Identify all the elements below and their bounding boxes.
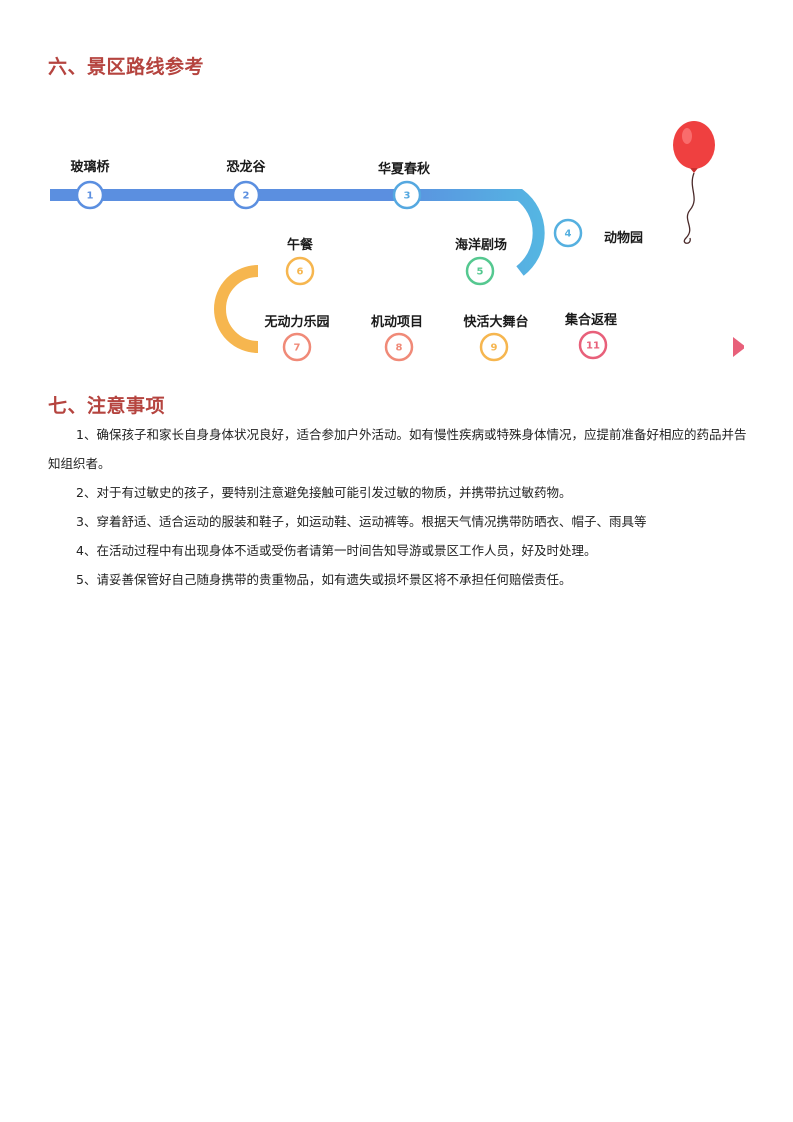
stop-number: 11 [586, 341, 600, 352]
stop-number: 8 [396, 343, 403, 354]
stop-label: 玻璃桥 [70, 159, 110, 175]
balloon-icon [673, 121, 715, 244]
notice-item-4: 4、在活动过程中有出现身体不适或受伤者请第一时间告知导游或景区工作人员，好及时处… [76, 543, 597, 558]
section-6-title: 六、景区路线参考 [48, 56, 205, 78]
stop-number: 5 [477, 267, 484, 278]
notice-item-5: 5、请妥善保管好自己随身携带的贵重物品，如有遗失或损坏景区将不承担任何赔偿责任。 [76, 572, 572, 587]
stop-label: 恐龙谷 [226, 159, 266, 175]
stop-number: 7 [294, 343, 301, 354]
route-stop-11: 11 集合返程 [564, 312, 617, 360]
stop-label: 华夏春秋 [378, 161, 431, 177]
stop-marker [392, 180, 422, 210]
route-stop-2: 2 恐龙谷 [226, 159, 266, 210]
stop-label: 机动项目 [371, 314, 423, 330]
route-line-top [50, 189, 545, 276]
stop-number: 4 [565, 229, 572, 240]
route-stop-9: 9 快活大舞台 [463, 314, 529, 362]
stop-marker [75, 180, 105, 210]
stop-label: 海洋剧场 [455, 237, 507, 253]
stop-number: 6 [297, 267, 304, 278]
stop-label: 无动力乐园 [263, 314, 329, 330]
stop-number: 9 [491, 343, 498, 354]
route-map: 1 玻璃桥 2 恐龙谷 3 华夏春秋 4 动物园 5 海洋剧场 6 午餐 7 无动力乐园 8 机动项目 9 快活大… [50, 121, 793, 375]
stop-label: 午餐 [287, 237, 314, 253]
stop-marker [384, 332, 414, 362]
stop-number: 1 [87, 191, 94, 202]
route-arrowhead [733, 337, 746, 357]
route-stop-3: 3 华夏春秋 [378, 161, 431, 210]
notice-item-2: 2、对于有过敏史的孩子，要特别注意避免接触可能引发过敏的物质，并携带抗过敏药物。 [76, 485, 572, 500]
notice-item-1: 1、确保孩子和家长自身身体状况良好，适合参加户外活动。如有慢性疾病或特殊身体情况… [48, 427, 747, 471]
stop-marker [231, 180, 261, 210]
stop-label: 快活大舞台 [463, 314, 528, 330]
stop-marker [282, 332, 312, 362]
route-stop-8: 8 机动项目 [371, 314, 423, 362]
route-stop-4: 4 动物园 [553, 218, 643, 248]
stop-marker [285, 256, 315, 286]
route-line-left-curve [214, 265, 259, 353]
stop-label: 动物园 [604, 230, 643, 246]
route-stop-6: 6 午餐 [285, 237, 315, 286]
section-7-title: 七、注意事项 [48, 395, 166, 417]
stop-marker [553, 218, 583, 248]
stop-marker [479, 332, 509, 362]
route-stop-7: 7 无动力乐园 [263, 314, 330, 362]
stop-number: 2 [243, 191, 250, 202]
route-stop-5: 5 海洋剧场 [455, 237, 507, 286]
stop-label: 集合返程 [564, 312, 617, 328]
route-stop-1: 1 玻璃桥 [70, 159, 110, 210]
stop-marker [578, 330, 608, 360]
notice-list: 1、确保孩子和家长自身身体状况良好，适合参加户外活动。如有慢性疾病或特殊身体情况… [48, 420, 753, 594]
notice-item-3: 3、穿着舒适、适合运动的服装和鞋子，如运动鞋、运动裤等。根据天气情况携带防晒衣、… [76, 514, 647, 529]
stop-marker [465, 256, 495, 286]
stop-number: 3 [404, 191, 411, 202]
